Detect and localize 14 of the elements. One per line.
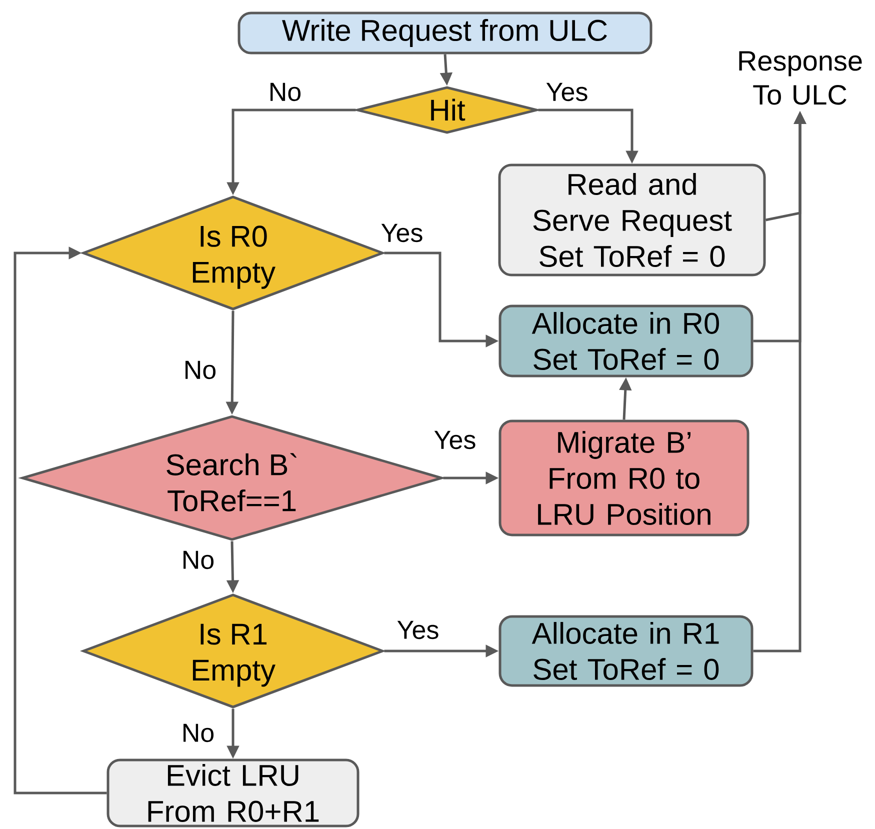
- process-box: Read and Serve Request Set ToRef = 0: [498, 164, 766, 276]
- arrow: [14, 246, 107, 794]
- edge-label: Yes: [397, 620, 438, 640]
- edge-label: Yes: [546, 82, 588, 102]
- edge-label: No: [184, 724, 214, 742]
- response-label: Response To ULC: [739, 51, 862, 105]
- process-box: Migrate B’ From R0 to LRU Position: [498, 420, 750, 536]
- process-box: Allocate in R0 Set ToRef = 0: [498, 304, 754, 378]
- edge-label: No: [184, 550, 214, 570]
- edge-label: No: [270, 82, 301, 102]
- edge-label: No: [186, 360, 216, 380]
- process-box: Allocate in R1 Set ToRef = 0: [498, 615, 754, 687]
- start-box: Write Request from ULC: [238, 12, 652, 54]
- process-box: Evict LRU From R0+R1: [106, 758, 360, 828]
